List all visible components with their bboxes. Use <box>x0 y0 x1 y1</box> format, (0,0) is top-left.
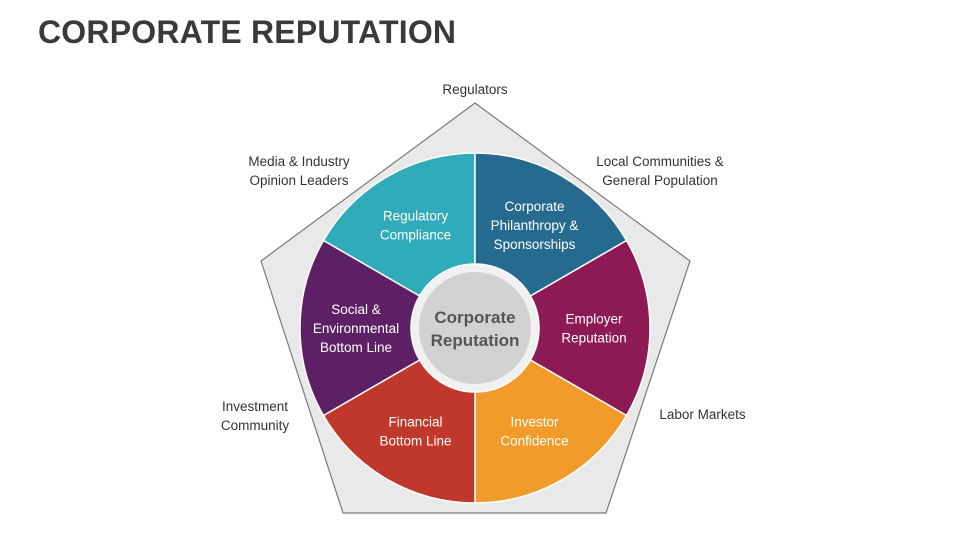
segment-regulatory-label-line2: Compliance <box>380 227 451 242</box>
stakeholder-investment-line2: Community <box>220 418 290 433</box>
segment-philanthropy-label-line1: Corporate <box>504 199 564 214</box>
stakeholder-investment: Investment Community <box>195 397 315 435</box>
segments-layer: RegulatoryComplianceCorporatePhilanthrop… <box>299 152 651 504</box>
stakeholder-local-communities: Local Communities & General Population <box>570 152 750 190</box>
stakeholder-investment-line1: Investment <box>221 399 289 414</box>
segment-financial-label-line1: Financial <box>388 415 442 430</box>
segment-regulatory <box>322 152 476 298</box>
segment-social-label-line1: Social & <box>331 302 381 317</box>
segment-investor-label-line1: Investor <box>510 415 559 430</box>
segment-employer-label-line2: Reputation <box>561 331 626 346</box>
segment-philanthropy-label-line3: Sponsorships <box>494 237 576 252</box>
segment-regulatory-label-line1: Regulatory <box>383 208 449 223</box>
page-title: CORPORATE REPUTATION <box>38 14 457 50</box>
stakeholder-local-line2: General Population <box>602 173 718 188</box>
segment-philanthropy <box>474 152 628 298</box>
segment-social-label-line3: Bottom Line <box>320 340 392 355</box>
segment-social-label-line2: Environmental <box>313 321 399 336</box>
stakeholder-local-line1: Local Communities & <box>596 154 724 169</box>
center-hub <box>419 272 531 384</box>
segment-employer-label-line1: Employer <box>565 312 623 327</box>
segment-investor-label-line2: Confidence <box>500 434 568 449</box>
segment-employer <box>529 239 651 417</box>
stakeholder-regulators-text: Regulators <box>442 82 508 97</box>
stakeholder-labor-text: Labor Markets <box>659 407 746 422</box>
segment-financial <box>322 358 476 504</box>
center-label-line1: Corporate <box>434 308 515 327</box>
segment-social <box>299 239 421 417</box>
stakeholder-labor-markets: Labor Markets <box>640 405 765 424</box>
stakeholder-media-line1: Media & Industry <box>248 154 350 169</box>
segment-financial-label-line2: Bottom Line <box>379 434 451 449</box>
segment-investor <box>474 358 628 504</box>
stakeholder-media-line2: Opinion Leaders <box>249 173 349 188</box>
segment-philanthropy-label-line2: Philanthropy & <box>491 218 579 233</box>
center-label-line2: Reputation <box>431 331 520 350</box>
stakeholder-media: Media & Industry Opinion Leaders <box>219 152 379 190</box>
stakeholder-regulators: Regulators <box>395 80 555 99</box>
